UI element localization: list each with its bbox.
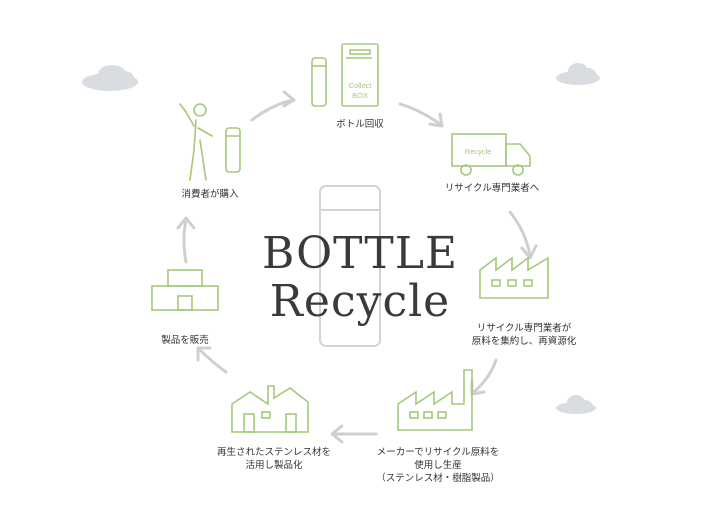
arrow-icon bbox=[470, 358, 498, 396]
product-factory-icon bbox=[231, 385, 309, 433]
collect-box-text: BOX bbox=[352, 91, 368, 100]
step-label-line: リサイクル専門業者が bbox=[476, 323, 572, 334]
step-label-line: 活用し製品化 bbox=[245, 460, 303, 471]
step-label-manufacturer-production: メーカーでリサイクル原料を 使用し生産 （ステンレス材・樹脂製品） bbox=[368, 446, 508, 485]
title-line-2: Recycle bbox=[269, 276, 451, 327]
consumer-drinking-icon bbox=[179, 103, 241, 181]
step-label-line: （ステンレス材・樹脂製品） bbox=[376, 473, 500, 484]
arrow-icon bbox=[398, 102, 444, 128]
step-label-line: メーカーでリサイクル原料を bbox=[376, 447, 500, 458]
arrow-icon bbox=[508, 210, 538, 260]
arrow-icon bbox=[196, 346, 228, 374]
step-label-to-recycler: リサイクル専門業者へ bbox=[436, 182, 548, 195]
step-label-consumer-purchase: 消費者が購入 bbox=[170, 188, 250, 201]
step-label-productization: 再生されたステンレス材を 活用し製品化 bbox=[206, 446, 342, 472]
cloud-icon bbox=[556, 395, 596, 414]
step-label-bottle-collection: ボトル回収 bbox=[322, 118, 398, 131]
step-label-line: 消費者が購入 bbox=[181, 189, 239, 200]
step-label-line: 再生されたステンレス材を bbox=[216, 447, 331, 458]
arrow-icon bbox=[330, 424, 378, 444]
step-label-recycler-processing: リサイクル専門業者が 原料を集約し、再資源化 bbox=[458, 322, 590, 348]
step-label-line: リサイクル専門業者へ bbox=[444, 183, 540, 194]
arrow-icon bbox=[176, 216, 196, 264]
cloud-icon bbox=[556, 63, 600, 85]
step-label-line: ボトル回収 bbox=[336, 119, 384, 130]
truck-icon bbox=[451, 133, 531, 176]
step-label-line: 製品を販売 bbox=[161, 335, 209, 346]
cloud-icon bbox=[82, 65, 138, 91]
truck-text: Recycle bbox=[465, 147, 492, 156]
title-line-1: BOTTLE bbox=[261, 228, 459, 279]
step-label-line: 原料を集約し、再資源化 bbox=[471, 336, 577, 347]
collect-box-icon bbox=[311, 43, 379, 107]
collect-box-text: Collect bbox=[349, 81, 373, 90]
step-label-line: 使用し生産 bbox=[414, 460, 462, 471]
step-label-sale: 製品を販売 bbox=[148, 334, 222, 347]
manufacturer-factory-icon bbox=[397, 369, 473, 431]
store-icon bbox=[151, 269, 219, 311]
arrow-icon bbox=[250, 90, 296, 122]
recycling-plant-icon bbox=[479, 256, 549, 299]
bottle-outline-icon bbox=[319, 185, 381, 347]
